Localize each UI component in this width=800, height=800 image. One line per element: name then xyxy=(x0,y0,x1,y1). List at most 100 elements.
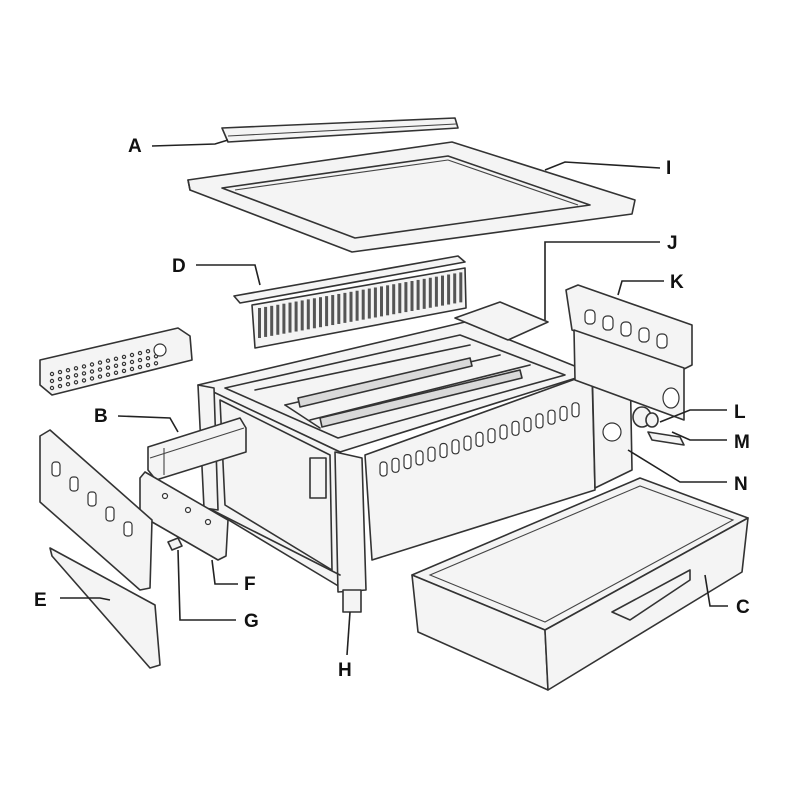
vent-fin xyxy=(367,288,371,319)
vent-slot xyxy=(511,420,520,436)
leader-d xyxy=(196,264,261,286)
burner-hole xyxy=(105,372,111,377)
callout-l: L xyxy=(734,402,746,423)
vent-slot xyxy=(499,424,508,440)
knob-hole xyxy=(87,491,97,507)
vent-fin xyxy=(325,296,329,327)
burner-hole xyxy=(97,360,103,365)
leader-a xyxy=(151,139,229,147)
vent-fin xyxy=(331,295,335,326)
leader-g xyxy=(177,549,236,621)
vent-slot xyxy=(547,409,556,425)
burner-hole xyxy=(105,365,111,370)
callout-m: M xyxy=(734,432,750,453)
vent-fin xyxy=(453,273,457,304)
burner-hole xyxy=(73,366,79,371)
leader-l xyxy=(659,409,727,423)
burner-hole xyxy=(73,373,79,378)
side-plate-slot xyxy=(620,321,632,337)
vent-slot xyxy=(475,431,484,447)
vent-fin xyxy=(337,293,341,324)
burner-hole xyxy=(57,369,63,375)
part-e-front-panel xyxy=(39,429,161,669)
burner-hole xyxy=(113,363,119,368)
vent-slot xyxy=(415,450,424,466)
callout-b: B xyxy=(94,406,108,427)
vent-slot xyxy=(427,446,436,462)
burner-hole xyxy=(57,383,63,389)
burner-hole xyxy=(97,374,103,379)
leader-f xyxy=(211,559,238,585)
vent-fin xyxy=(380,286,383,317)
vent-slot xyxy=(571,402,580,418)
burner-hole xyxy=(97,367,103,372)
burner-hole xyxy=(89,362,95,367)
vent-fin xyxy=(386,285,390,316)
vent-fin xyxy=(361,289,365,320)
burner-hole xyxy=(121,368,127,374)
callout-g: G xyxy=(244,611,259,632)
callout-h: H xyxy=(338,660,352,681)
burner-hole xyxy=(145,349,151,354)
callout-n: N xyxy=(734,474,748,495)
callout-c: C xyxy=(736,597,750,618)
vent-fin xyxy=(282,303,286,334)
vent-fin xyxy=(294,301,298,332)
vent-slot xyxy=(487,428,496,444)
burner-hole xyxy=(65,375,71,380)
part-k-side-plate xyxy=(565,284,693,421)
burner-hole xyxy=(81,364,87,369)
burner-hole xyxy=(113,356,119,361)
leader-n xyxy=(627,449,727,483)
vent-fin xyxy=(422,278,426,309)
part-j-rear-bar xyxy=(454,301,549,341)
leader-j xyxy=(544,241,660,320)
leader-k xyxy=(617,280,664,296)
callout-e: E xyxy=(34,590,47,611)
burner-hole xyxy=(65,382,71,387)
burner-hole xyxy=(129,352,135,358)
callout-d: D xyxy=(172,256,186,277)
burner-hole xyxy=(121,354,127,360)
burner-hole xyxy=(57,376,63,382)
leader-i xyxy=(544,161,661,171)
burner-hole xyxy=(49,385,55,391)
vent-slot xyxy=(535,413,544,429)
vent-fin xyxy=(319,297,322,328)
knob-hole xyxy=(69,476,79,492)
callout-i: I xyxy=(666,158,671,179)
vent-fin xyxy=(300,300,304,331)
vent-slot xyxy=(559,405,568,422)
part-c-drawer xyxy=(411,477,749,691)
vent-slot xyxy=(403,454,412,470)
vent-fin xyxy=(398,283,402,314)
callout-a: A xyxy=(128,136,142,157)
vent-fin xyxy=(416,279,420,310)
vent-fin xyxy=(434,276,438,307)
part-d-vented-panel xyxy=(233,255,467,349)
vent-fin xyxy=(410,281,414,311)
vent-slot xyxy=(463,435,472,451)
vent-fin xyxy=(349,291,353,322)
side-plate-slot xyxy=(638,327,650,343)
burner-hole xyxy=(73,380,79,385)
part-a-top-strip xyxy=(221,117,459,143)
vent-fin xyxy=(404,282,408,313)
burner-hole xyxy=(121,361,127,367)
part-i-top-frame xyxy=(187,141,636,253)
burner-hole xyxy=(145,363,151,368)
vent-slot xyxy=(379,461,388,477)
burner-hole xyxy=(137,357,143,363)
vent-fin xyxy=(312,298,316,329)
burner-hole xyxy=(89,376,95,381)
burner-tube xyxy=(39,327,193,396)
leader-h xyxy=(346,611,351,656)
vent-fin xyxy=(428,277,432,308)
burner-hole xyxy=(65,368,71,373)
knob-hole xyxy=(51,461,61,477)
vent-fin xyxy=(373,287,377,318)
vent-fin xyxy=(306,299,310,330)
burner-hole xyxy=(113,370,119,375)
vent-fin xyxy=(392,284,396,315)
